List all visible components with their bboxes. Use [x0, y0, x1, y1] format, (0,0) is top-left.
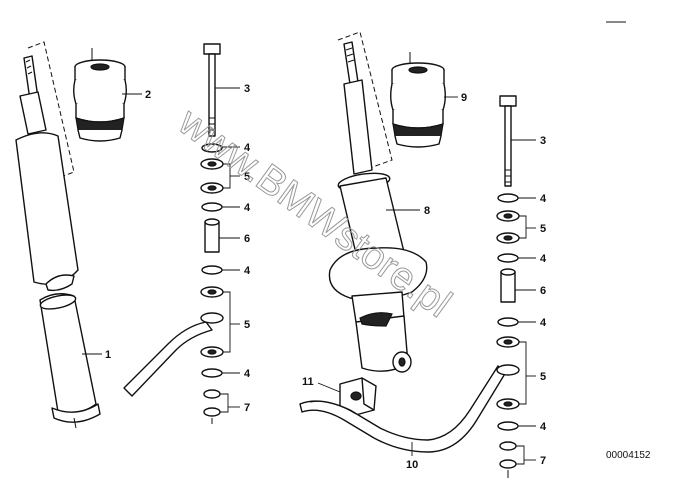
left-bracket-dashed: [27, 41, 75, 179]
left-stabilizer-bar: [123, 321, 213, 397]
left-bolt-stack: [200, 43, 224, 424]
document-number: 00004152: [606, 450, 651, 461]
callout-4: 4: [244, 265, 251, 277]
callout-4: 4: [540, 421, 547, 433]
part-9-bump-stop: [390, 52, 446, 148]
callout-10: 10: [406, 459, 418, 471]
callout-8: 8: [424, 205, 430, 217]
part-10-stabilizer-bar: [299, 365, 507, 453]
callout-3: 3: [244, 83, 250, 95]
part-2-bump-stop: [73, 48, 127, 142]
callout-1: 1: [105, 349, 111, 361]
callout-3: 3: [540, 135, 546, 147]
right-bolt-stack: [496, 95, 520, 478]
callout-5: 5: [540, 223, 546, 235]
callout-4: 4: [244, 142, 251, 154]
callout-11: 11: [302, 376, 314, 388]
callout-2: 2: [145, 89, 151, 101]
right-bracket-dashed: [337, 31, 393, 169]
callout-4: 4: [244, 368, 251, 380]
callout-4: 4: [540, 253, 547, 265]
callout-6: 6: [244, 233, 250, 245]
callout-4: 4: [244, 202, 251, 214]
part-1-strut-lower: [39, 293, 101, 429]
callout-7: 7: [540, 455, 546, 467]
right-callouts: 9 8 3 4 5 4 6 4 5 4 7 11 10: [302, 92, 547, 471]
callout-7: 7: [244, 402, 250, 414]
callout-6: 6: [540, 285, 546, 297]
part-8-shock-absorber: [328, 41, 428, 373]
callout-5: 5: [540, 371, 546, 383]
callout-4: 4: [540, 317, 547, 329]
callout-4: 4: [540, 193, 547, 205]
callout-5: 5: [244, 319, 250, 331]
callout-5: 5: [244, 171, 250, 183]
left-callouts: 2 1 3 4 5 4 6 4 5 4 7: [105, 83, 251, 414]
right-leader-lines: [317, 96, 536, 465]
left-leader-lines: [82, 87, 240, 413]
callout-9: 9: [461, 92, 467, 104]
part-1-strut-upper: [15, 55, 79, 292]
